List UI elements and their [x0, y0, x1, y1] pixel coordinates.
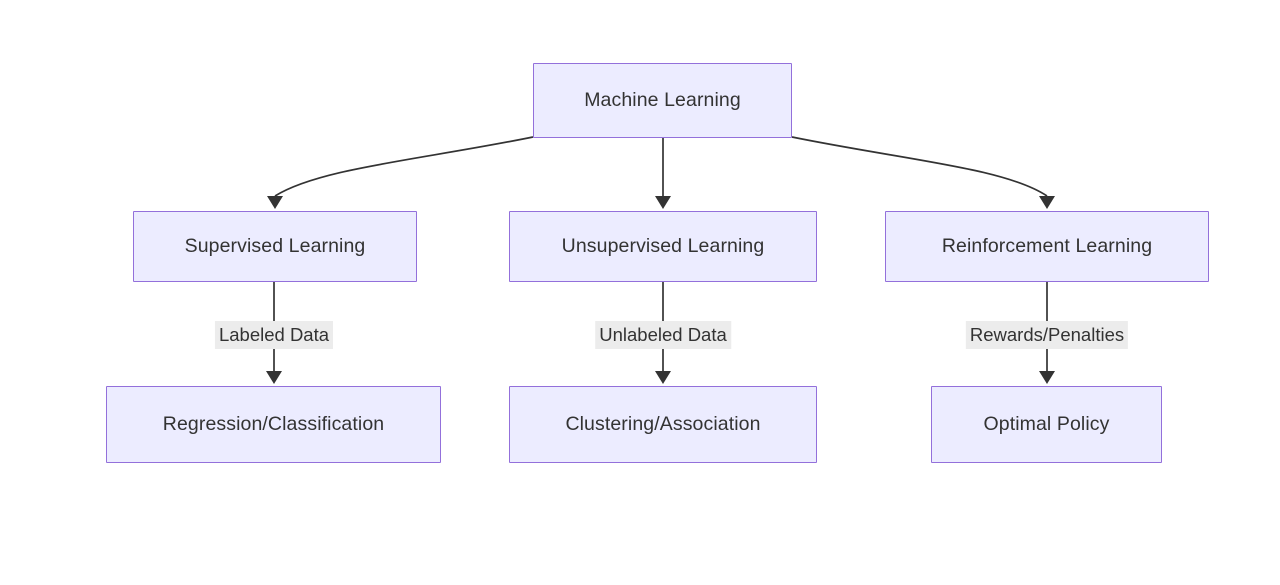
arrowhead-supervised-to-regression	[266, 371, 282, 384]
edge-label-unsupervised-to-clustering: Unlabeled Data	[595, 321, 731, 349]
edge-ml-to-reinforcement	[791, 136, 1048, 197]
node-label: Unsupervised Learning	[561, 235, 765, 257]
node-machine-learning[interactable]: Machine Learning	[533, 63, 792, 138]
arrowhead-ml-to-unsupervised	[655, 196, 671, 209]
edge-label-supervised-to-regression: Labeled Data	[214, 321, 334, 349]
node-label: Machine Learning	[584, 89, 741, 111]
node-regression-classification[interactable]: Regression/Classification	[106, 386, 441, 463]
arrowhead-ml-to-reinforcement	[1039, 196, 1055, 209]
arrowhead-reinforcement-to-policy	[1039, 371, 1055, 384]
edge-label-reinforcement-to-policy: Rewards/Penalties	[965, 321, 1129, 349]
node-supervised-learning[interactable]: Supervised Learning	[133, 211, 417, 282]
node-label: Optimal Policy	[983, 413, 1110, 435]
node-label: Reinforcement Learning	[941, 235, 1153, 257]
node-label: Clustering/Association	[565, 413, 761, 435]
edge-ml-to-supervised	[274, 136, 534, 197]
arrowhead-ml-to-supervised	[267, 196, 283, 209]
arrowhead-unsupervised-to-clustering	[655, 371, 671, 384]
node-optimal-policy[interactable]: Optimal Policy	[931, 386, 1162, 463]
node-unsupervised-learning[interactable]: Unsupervised Learning	[509, 211, 817, 282]
node-label: Supervised Learning	[184, 235, 366, 257]
node-label: Regression/Classification	[162, 413, 385, 435]
node-reinforcement-learning[interactable]: Reinforcement Learning	[885, 211, 1209, 282]
node-clustering-association[interactable]: Clustering/Association	[509, 386, 817, 463]
